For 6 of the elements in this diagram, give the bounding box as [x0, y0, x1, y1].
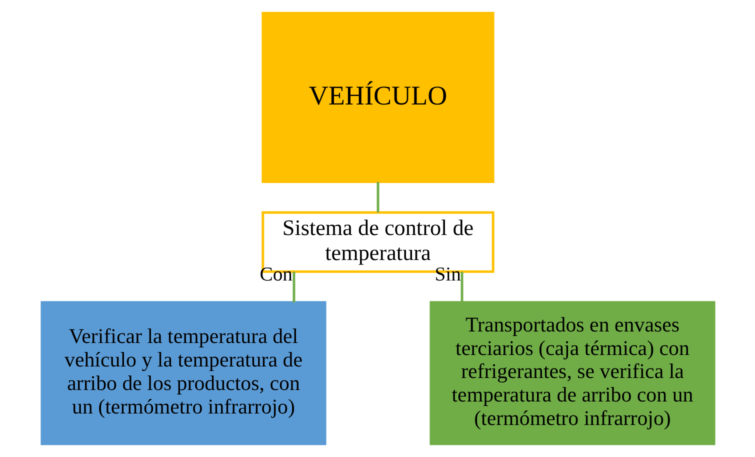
connector: [376, 182, 379, 212]
node-box: Transportados en envases terciarios (caja térmica) con refrigerantes, se verifica la temperatura de arribo con un (termómetro infrarrojo): [429, 301, 715, 446]
connector: [460, 272, 463, 302]
connector: [292, 272, 295, 302]
node-box: VEHÍCULO: [261, 12, 494, 183]
node-box: Verificar la temperatura del vehículo y la temperatura de arribo de los productos, con un (termómetro infrarrojo): [40, 301, 326, 446]
